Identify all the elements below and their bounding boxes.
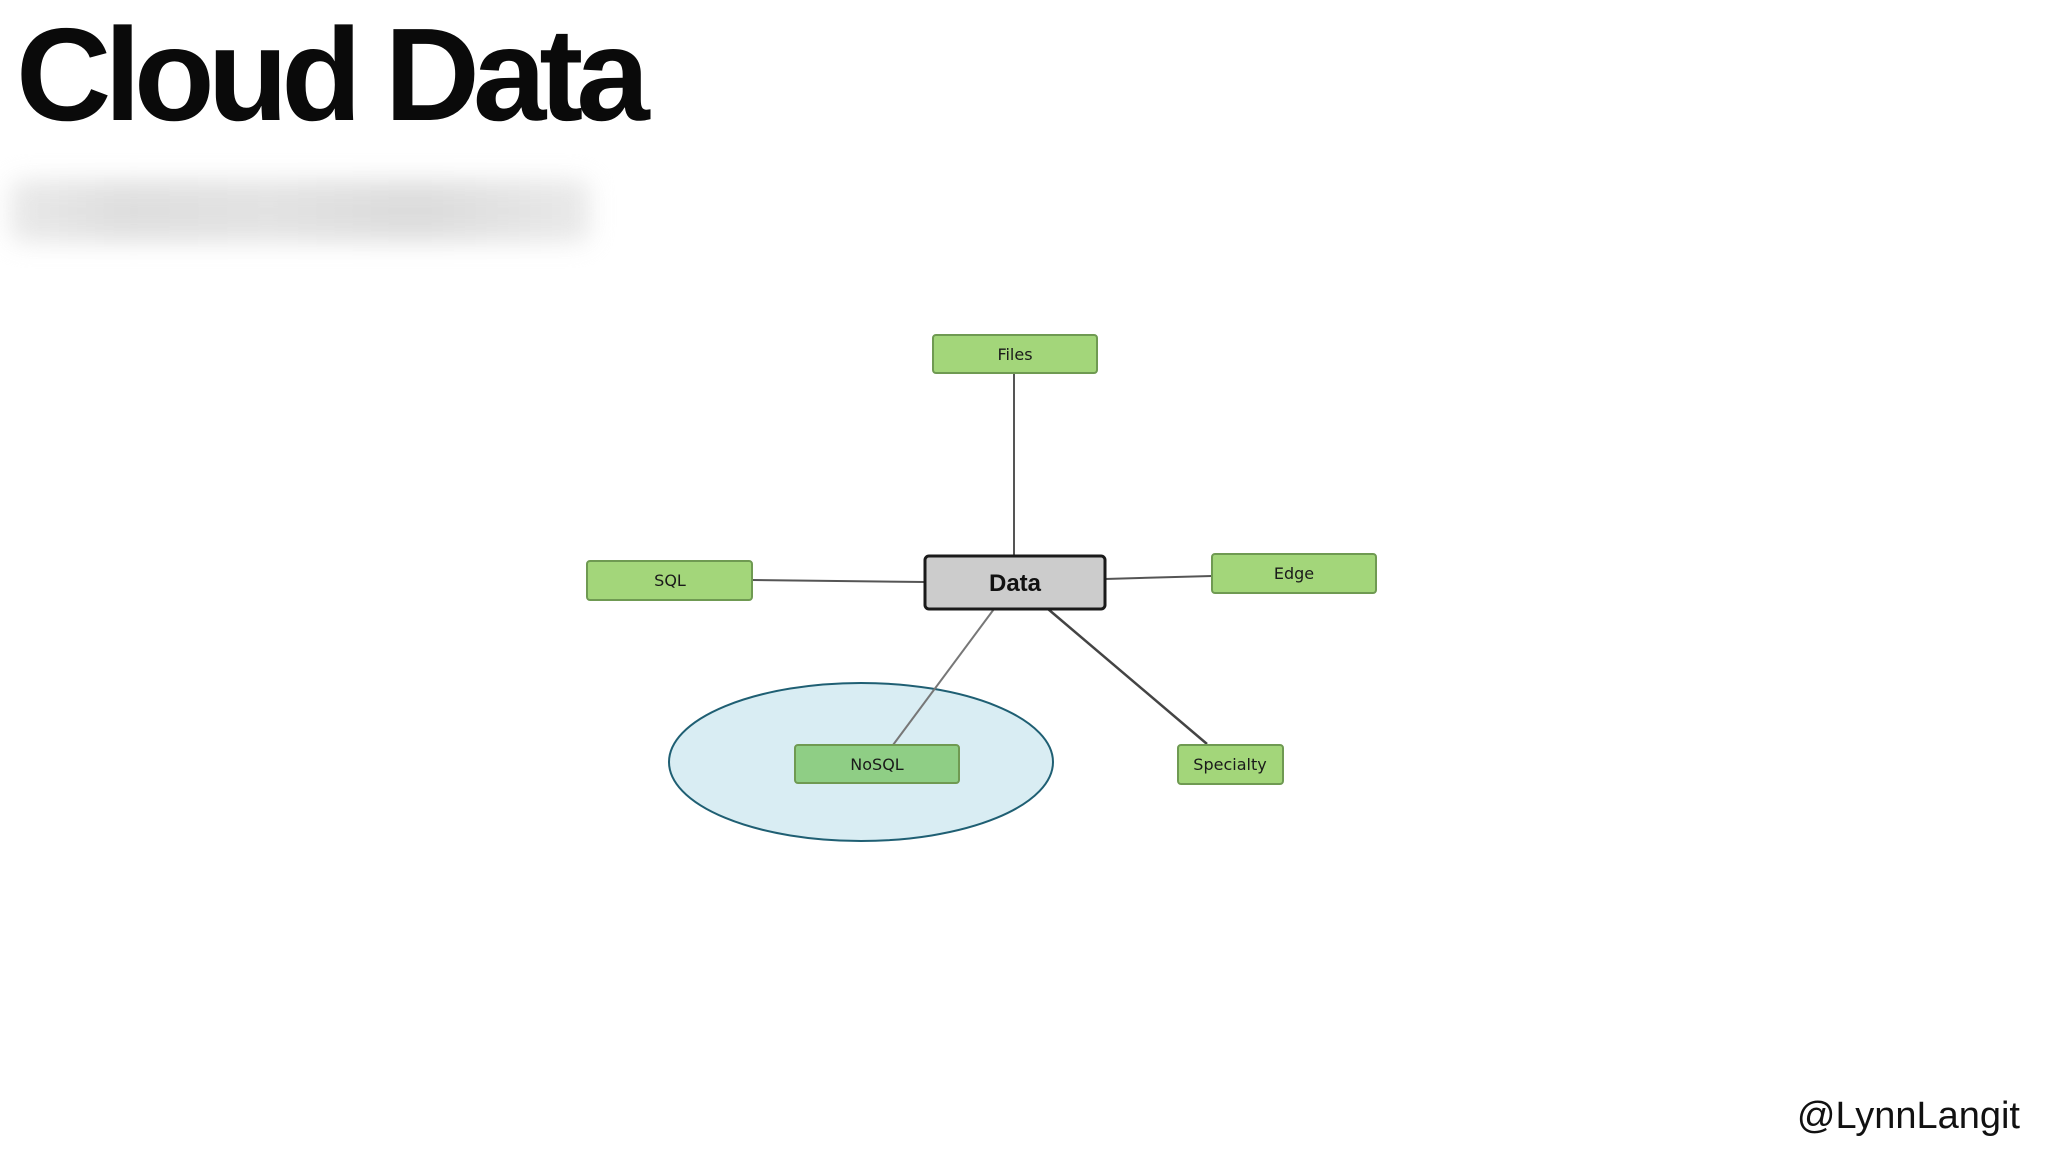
node-specialty: Specialty — [1177, 744, 1284, 785]
node-specialty-label: Specialty — [1193, 755, 1266, 774]
node-edge-label: Edge — [1274, 564, 1314, 583]
node-edge: Edge — [1211, 553, 1377, 594]
node-data-center: Data — [923, 554, 1107, 611]
node-sql: SQL — [586, 560, 753, 601]
slide-title: Cloud Data — [16, 1, 650, 148]
author-handle: @LynnLangit — [1796, 1095, 2020, 1137]
node-nosql-label: NoSQL — [850, 755, 904, 774]
node-data-center-label: Data — [989, 570, 1042, 597]
blurred-subtitle — [10, 180, 590, 242]
connector-sql — [751, 579, 926, 583]
connector-nosql — [892, 608, 995, 746]
connector-specialty — [1047, 608, 1208, 745]
node-sql-label: SQL — [654, 571, 686, 590]
node-files-label: Files — [997, 345, 1032, 364]
node-files: Files — [932, 334, 1098, 374]
node-nosql: NoSQL — [794, 744, 960, 784]
connector-edge — [1104, 575, 1213, 580]
